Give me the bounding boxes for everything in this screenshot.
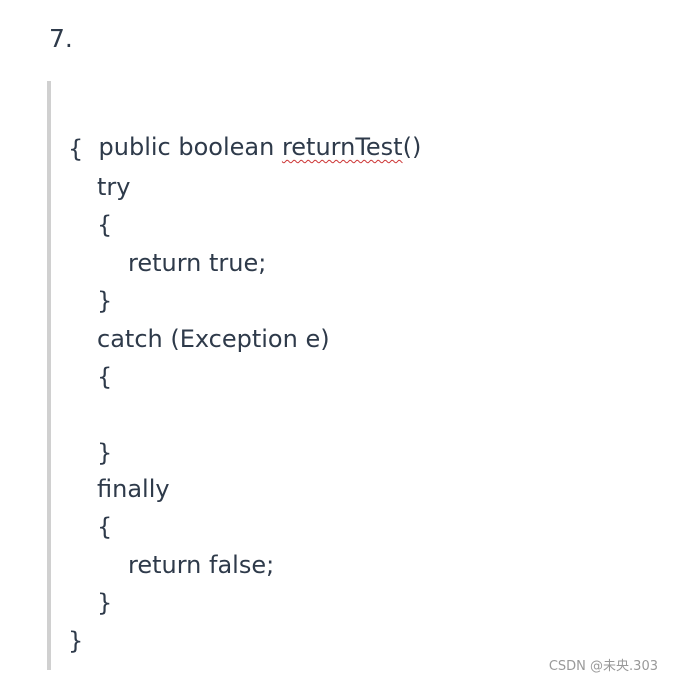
code-line-finally: finally <box>97 475 170 503</box>
code-block: public boolean returnTest() { try { retu… <box>47 81 611 670</box>
code-line-return-true: return true; <box>128 249 267 277</box>
signature-prefix: public boolean <box>98 133 282 161</box>
code-line-catch-close-brace: } <box>97 439 113 467</box>
code-line-signature: public boolean returnTest() <box>51 93 422 161</box>
code-line-try-close-brace: } <box>97 287 113 315</box>
code-line-empty <box>51 397 128 433</box>
question-number: 7. <box>49 24 73 53</box>
code-line-finally-open-brace: { <box>97 513 113 541</box>
code-line-finally-close-brace: } <box>97 589 113 617</box>
method-name-spellcheck: returnTest <box>281 133 403 161</box>
signature-suffix: () <box>402 133 422 161</box>
code-line-method-close-brace: } <box>68 627 84 655</box>
code-line-try: try <box>97 173 131 201</box>
csdn-watermark: CSDN @未央.303 <box>548 659 658 674</box>
code-line-catch-open-brace: { <box>97 363 113 391</box>
code-line-try-open-brace: { <box>97 211 113 239</box>
code-line-catch: catch (Exception e) <box>97 325 330 353</box>
code-line-return-false: return false; <box>128 551 275 579</box>
code-line-method-open-brace: { <box>68 135 84 163</box>
